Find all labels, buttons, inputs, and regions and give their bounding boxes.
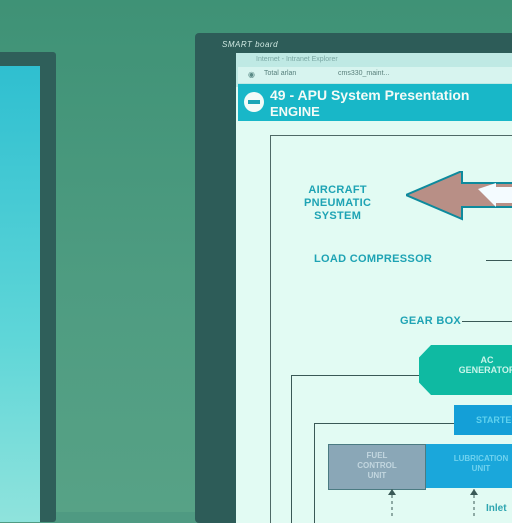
gear-box-line	[462, 321, 512, 322]
browser-tab-label[interactable]: Internet - Intranet Explorer	[256, 56, 338, 63]
fuel-control-unit-block: FUEL CONTROL UNIT	[328, 444, 426, 490]
fcu-arrow	[388, 489, 396, 519]
left-screen	[0, 66, 40, 522]
lubrication-arrow	[470, 489, 478, 519]
projected-screen: Internet - Intranet Explorer ◉ Total arl…	[236, 53, 512, 523]
address-url[interactable]: cms330_maint...	[338, 70, 390, 77]
slide-subtitle: ENGINE	[270, 104, 320, 119]
slide-title: 49 - APU System Presentation	[270, 87, 470, 103]
label-load-compressor: LOAD COMPRESSOR	[314, 253, 433, 265]
starter-block: STARTER	[454, 405, 512, 435]
label-inlet: Inlet	[486, 503, 507, 514]
board-brand-label: SMART board	[222, 40, 279, 49]
label-starter: STARTER	[476, 415, 512, 425]
label-aircraft-pneumatic: AIRCRAFT PNEUMATIC SYSTEM	[304, 184, 372, 222]
connector-mid	[314, 423, 454, 424]
connector-left	[291, 375, 292, 523]
browser-chrome: Internet - Intranet Explorer ◉ Total arl…	[236, 53, 512, 87]
diagram-frame	[270, 135, 512, 523]
load-compressor-line	[486, 260, 512, 261]
address-label: Total arlan	[264, 70, 297, 77]
label-lubrication-unit: LUBRICATION UNIT	[453, 454, 509, 473]
label-ac-generator: AC GENERATOR	[458, 355, 512, 375]
ac-generator-block: AC GENERATOR	[419, 345, 512, 395]
globe-icon: ◉	[248, 70, 255, 79]
label-fuel-control-unit: FUEL CONTROL UNIT	[357, 451, 397, 480]
address-bar[interactable]: ◉ Total arlan cms330_maint...	[238, 67, 512, 83]
connector-top	[291, 375, 421, 376]
left-smartboard	[0, 52, 56, 522]
slide-header: 49 - APU System Presentation ENGINE	[238, 84, 512, 121]
company-logo-icon	[244, 92, 264, 112]
connector-left-2	[314, 423, 315, 523]
lubrication-unit-block: LUBRICATION UNIT	[426, 444, 512, 488]
label-gear-box: GEAR BOX	[400, 315, 462, 327]
pneumatic-arrow	[406, 171, 512, 221]
